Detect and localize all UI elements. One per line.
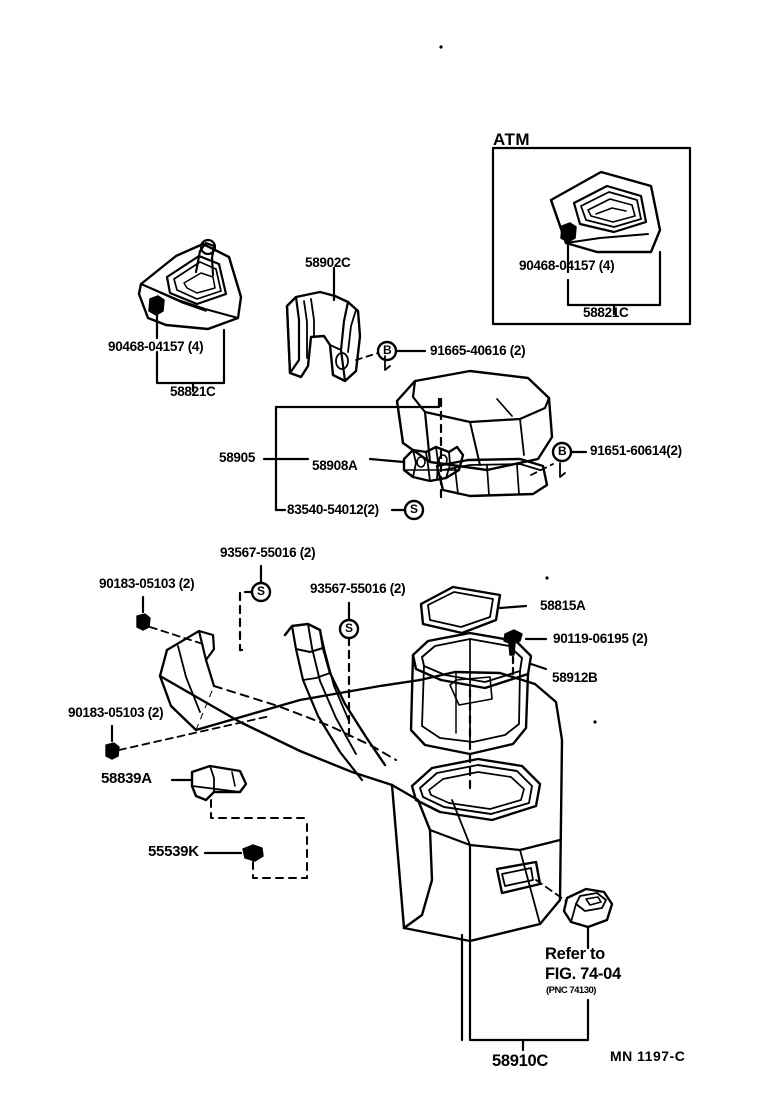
atm-section-tag: ATM [493, 130, 531, 149]
clip-symbol-letter-3: S [345, 621, 353, 635]
label-shift-bezel: 58821C [170, 384, 216, 399]
clip-upper-left-dash [149, 626, 204, 645]
tray-lid-art [419, 585, 502, 635]
label-tray-lid: 58815A [540, 598, 586, 613]
clip-lower-left-dash [118, 715, 271, 751]
tray-box-leader [529, 662, 548, 671]
tray-bolt-art [503, 629, 523, 656]
shift-bezel-bolt-art [148, 295, 165, 316]
clip-lower-left-art [105, 742, 120, 760]
label-tray-box: 58912B [552, 670, 598, 685]
refer-part-art [562, 887, 614, 929]
label-shift-bezel-bolt: 90468-04157 (4) [108, 339, 204, 354]
atm-inset-frame [491, 146, 692, 326]
bezel-part-leader [155, 328, 226, 385]
tray-box-art [409, 631, 533, 756]
label-tray-bolt: 90119-06195 (2) [553, 631, 648, 646]
refer-note-down [468, 940, 590, 1042]
screw-symbol-letter-2: B [558, 444, 567, 458]
label-console-bracket: 58902C [305, 255, 351, 270]
atm-bolt-art [560, 222, 577, 243]
armrest-art [395, 369, 554, 472]
refer-note-line3: (PNC 74130) [546, 985, 596, 996]
hook-dash [210, 799, 308, 819]
label-atm-panel: 58821C [583, 305, 629, 320]
label-clip-left-lower: 90183-05103 (2) [68, 705, 164, 720]
screw-symbol-letter-1: B [383, 343, 392, 357]
refer-leader [535, 879, 567, 902]
console-plug-art [242, 844, 264, 862]
clip-symbol-s-1 [403, 499, 425, 521]
bracket-screw-leader [355, 352, 379, 361]
tray-lid-leader [498, 604, 528, 610]
label-armrest-screw: 91651-60614(2) [590, 443, 682, 458]
armrest-hinge-art [402, 445, 465, 483]
clip-symbol-letter-2: S [257, 584, 265, 598]
console-body-art [158, 622, 564, 943]
label-screw-upper-right: 93567-55016 (2) [310, 581, 406, 596]
label-console-hook: 58839A [101, 770, 152, 787]
refer-note-line2: FIG. 74-04 [545, 965, 621, 983]
console-hook-art [190, 764, 248, 802]
label-clip-left-upper: 90183-05103 (2) [99, 576, 195, 591]
label-atm-bolt: 90468-04157 (4) [519, 258, 615, 273]
clip-upper-left-art [136, 613, 151, 631]
label-armrest-assy: 58905 [219, 450, 256, 465]
label-armrest-hinge: 58908A [312, 458, 358, 473]
label-console-body: 58910C [492, 1052, 548, 1070]
label-bracket-screw: 91665-40616 (2) [430, 343, 526, 358]
armrest-screw-leader [530, 463, 554, 476]
shift-bezel-art [137, 238, 243, 331]
console-bracket-art [285, 290, 362, 383]
label-screw-upper-left: 93567-55016 (2) [220, 545, 316, 560]
plug-dash [252, 817, 308, 879]
label-console-plug: 55539K [148, 843, 199, 860]
label-armrest-clip: 83540-54012(2) [287, 502, 379, 517]
s2-dash [238, 590, 254, 652]
refer-note-line1: Refer to [545, 945, 605, 963]
footer-code: MN 1197-C [610, 1048, 686, 1064]
clip-symbol-letter-1: S [410, 502, 418, 516]
